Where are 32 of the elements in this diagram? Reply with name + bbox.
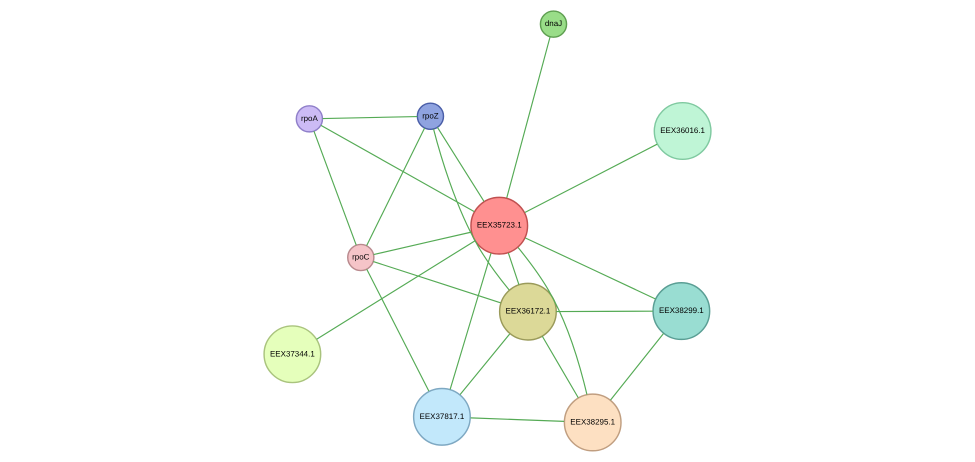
- connector: [366, 268, 430, 392]
- connector: [450, 252, 492, 390]
- connector: [366, 128, 426, 246]
- connector: [313, 130, 357, 246]
- connector: [524, 237, 656, 300]
- connector: [518, 247, 588, 395]
- node-circle: rpoA: [296, 105, 324, 133]
- node-circle: EEX36172.1: [498, 282, 557, 341]
- node-circle: rpoZ: [416, 102, 444, 130]
- node-circle: EEX36016.1: [654, 102, 712, 160]
- connector: [432, 128, 510, 290]
- connector: [556, 310, 653, 312]
- connector: [508, 252, 520, 285]
- connector: [460, 334, 510, 395]
- connector: [373, 232, 472, 256]
- connector: [506, 36, 551, 198]
- connector: [322, 116, 418, 120]
- node-circle: rpoC: [347, 244, 375, 272]
- connector: [542, 336, 579, 398]
- node-circle: dnaJ: [540, 10, 568, 38]
- node-circle: EEX38299.1: [652, 282, 710, 340]
- node-circle: EEX37817.1: [412, 388, 471, 446]
- connector: [316, 240, 476, 340]
- connector: [373, 261, 501, 304]
- connector: [436, 127, 485, 202]
- node-circle: EEX37344.1: [263, 325, 322, 384]
- node-circle: EEX38295.1: [564, 393, 622, 452]
- connector: [524, 144, 658, 213]
- connector: [610, 333, 664, 400]
- connector: [320, 124, 475, 212]
- connector: [470, 417, 564, 422]
- node-circle: EEX35723.1: [470, 196, 528, 255]
